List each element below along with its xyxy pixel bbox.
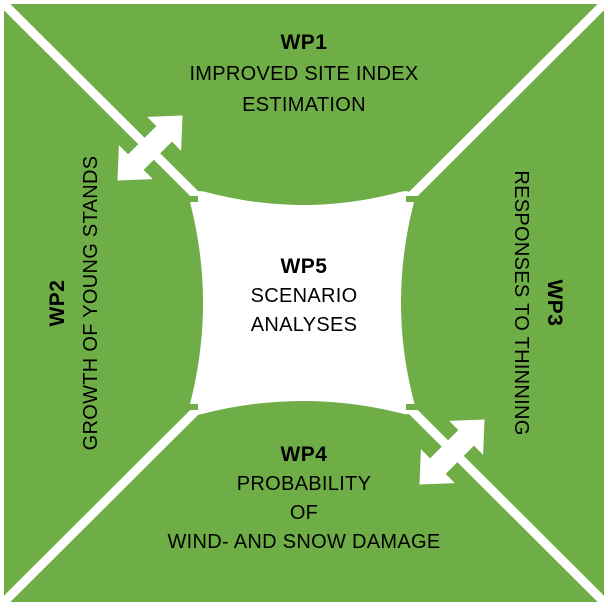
notch-bl-h [184,404,198,410]
notch-br-h [406,404,420,410]
double-headed-arrow-icon [117,115,183,181]
wp5-title: WP5 [280,255,328,278]
wp2-label: WP2 GROWTH OF YOUNG STANDS [45,133,104,473]
wp5-line1: SCENARIO [250,285,358,308]
wp1-label: WP1 IMPROVED SITE INDEX ESTIMATION [154,30,454,118]
wp3-line1: RESPONSES TO THINNING [509,170,532,436]
wp4-label: WP4 PROBABILITY OF WIND- AND SNOW DAMAGE [154,442,454,555]
wp2-line1: GROWTH OF YOUNG STANDS [80,155,103,451]
wp1-line1: IMPROVED SITE INDEX [189,63,419,86]
notch-tr-h [406,196,420,202]
double-headed-arrow-icon [419,419,485,485]
wp3-label: WP3 RESPONSES TO THINNING [508,133,567,473]
notch-tl-h [184,196,198,202]
wp4-line1: PROBABILITY [236,473,372,496]
wp1-line2: ESTIMATION [242,94,366,117]
wp2-title: WP2 [46,279,69,327]
wp5-line2: ANALYSES [250,314,358,337]
wp4-title: WP4 [280,443,328,466]
wp5-label: WP5 SCENARIO ANALYSES [204,254,404,338]
wp3-title: WP3 [543,279,566,327]
wp4-line2: OF [289,502,319,525]
center-shape [189,191,415,415]
wp4-line3: WIND- AND SNOW DAMAGE [167,531,441,554]
wp1-title: WP1 [280,31,328,54]
